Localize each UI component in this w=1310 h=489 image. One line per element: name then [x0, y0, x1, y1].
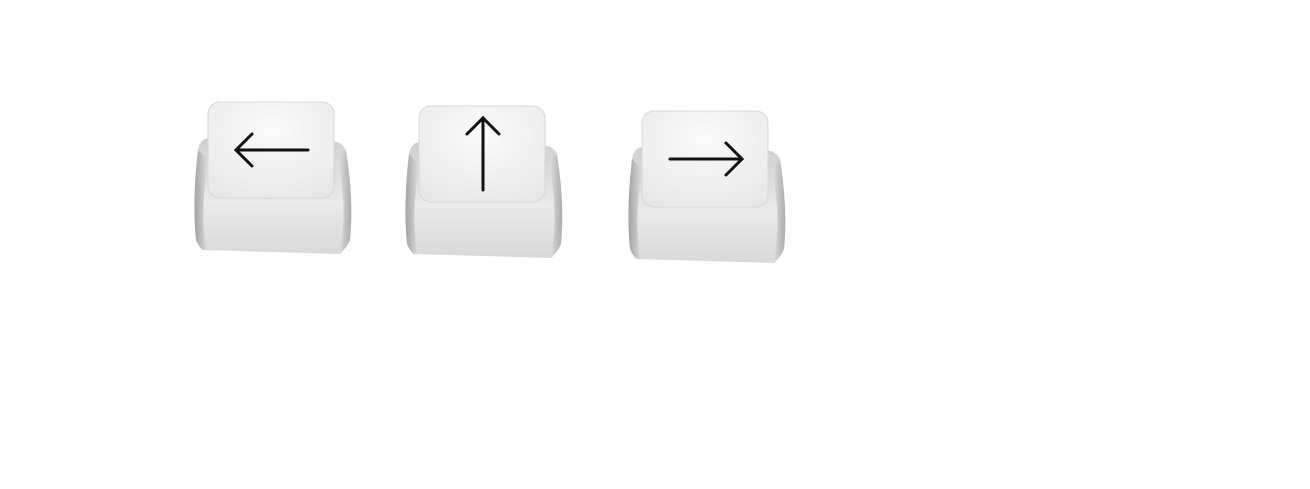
- up-arrow-keycap-shape: [405, 105, 563, 258]
- up-arrow-key[interactable]: [401, 104, 569, 260]
- left-arrow-key[interactable]: [190, 100, 358, 256]
- arrow-right-icon: [668, 141, 745, 177]
- arrow-up-icon: [465, 115, 501, 192]
- arrow-left-icon: [233, 132, 310, 168]
- right-arrow-key[interactable]: [624, 109, 792, 265]
- right-arrow-keycap-shape: [628, 110, 786, 263]
- left-arrow-keycap-shape: [194, 101, 352, 254]
